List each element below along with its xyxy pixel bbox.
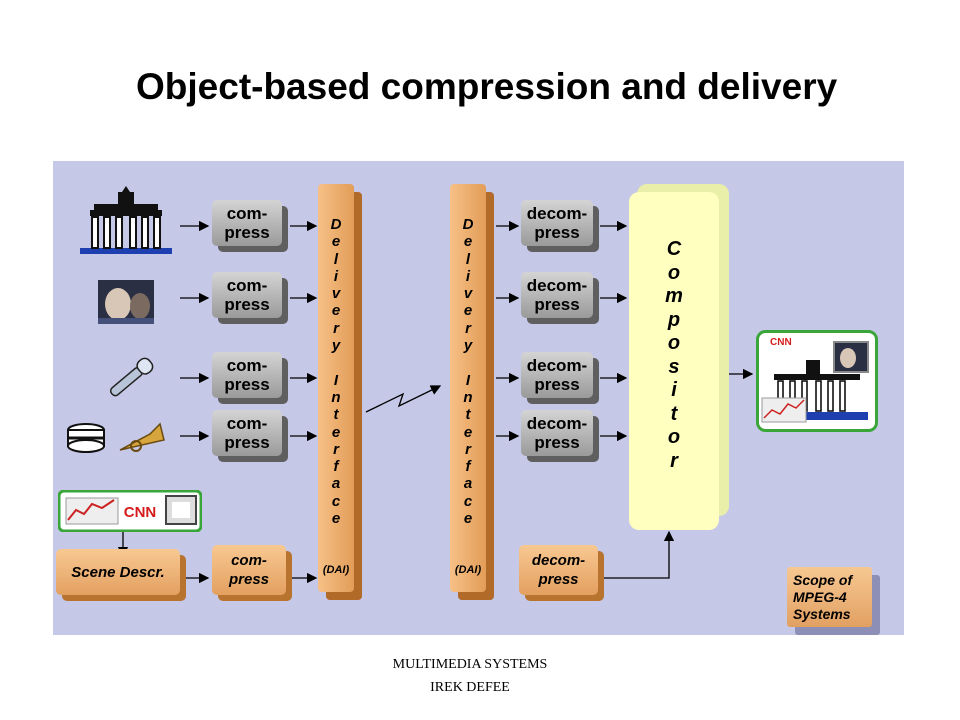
vertical-letter: i (333, 267, 339, 285)
vertical-letter: C (666, 238, 682, 260)
vertical-letter: f (333, 458, 339, 476)
vertical-letter: r (465, 440, 471, 458)
decompress-box: decom- press (521, 200, 599, 252)
vertical-letter: o (667, 426, 681, 448)
footer-line-2: IREK DEFEE (430, 680, 510, 695)
vertical-letter: m (665, 285, 683, 307)
vertical-letter: a (463, 475, 473, 493)
vertical-letter: v (463, 285, 473, 303)
gate-icon (80, 186, 172, 254)
decompress-box: decom- press (521, 272, 599, 324)
scope-box: Scope of MPEG-4 Systems (787, 567, 880, 635)
transmission-arrow (365, 385, 442, 413)
decompress-box: decom- press (521, 410, 599, 462)
vertical-letter: c (331, 492, 341, 510)
video-frame-icon (98, 280, 154, 324)
vertical-letter: s (668, 355, 680, 378)
vertical-letter: a (331, 475, 341, 493)
vertical-letter: D (330, 216, 342, 233)
decompress-box: decom- press (521, 352, 599, 404)
vertical-letter: r (670, 449, 678, 472)
dai-tag: (DAI) (322, 564, 350, 576)
vertical-letter: n (331, 388, 341, 406)
vertical-letter: v (331, 285, 341, 303)
compress-box-scene: com- press (212, 545, 292, 601)
vertical-letter: e (463, 233, 473, 251)
decompress-box-scene: decom- press (519, 545, 604, 601)
vertical-letter (334, 354, 338, 371)
vertical-letter: t (465, 406, 471, 424)
compress-box: com- press (212, 410, 288, 462)
vertical-letter: e (331, 510, 341, 528)
vertical-letter: e (463, 302, 473, 320)
compress-box: com- press (212, 352, 288, 404)
vertical-letter: i (465, 267, 471, 285)
compress-box: com- press (212, 200, 288, 252)
vertical-letter: I (333, 371, 339, 389)
vertical-letter: t (670, 402, 678, 425)
vertical-letter: e (331, 233, 341, 251)
vertical-letter: r (333, 319, 339, 337)
vertical-letter: r (465, 319, 471, 337)
dai-tag: (DAI) (454, 564, 482, 576)
vertical-letter: o (667, 332, 681, 354)
vertical-letter: e (331, 302, 341, 320)
vertical-letter: e (463, 423, 473, 441)
cnn-logo: CNN (124, 504, 157, 521)
compress-box: com- press (212, 272, 288, 324)
drum-icon (67, 423, 105, 453)
vertical-letter: i (671, 379, 677, 401)
composed-scene-icon: CNN (756, 330, 878, 432)
footer-line-1: MULTIMEDIA SYSTEMS (392, 657, 548, 672)
cnn-logo: CNN (770, 337, 792, 348)
scene-description-box: Scene Descr. (56, 549, 186, 601)
vertical-letter: c (463, 492, 473, 510)
vertical-letter: l (333, 250, 339, 268)
vertical-letter: D (462, 216, 474, 233)
vertical-letter: p (667, 308, 681, 331)
trumpet-icon (119, 422, 165, 452)
vertical-letter: t (333, 406, 339, 424)
vertical-letter: e (463, 510, 473, 528)
scope-label: Scope of MPEG-4 Systems (793, 571, 853, 622)
vertical-letter: I (465, 371, 471, 389)
vertical-letter: r (333, 440, 339, 458)
arrow (604, 530, 675, 579)
vertical-letter: n (463, 388, 473, 406)
vertical-letter: l (465, 250, 471, 268)
microphone-icon (109, 357, 154, 397)
vertical-letter: e (331, 423, 341, 441)
vertical-letter (466, 354, 470, 371)
vertical-letter: y (331, 337, 341, 355)
vertical-letter: o (667, 261, 681, 284)
page-title: Object-based compression and delivery (136, 66, 838, 107)
vertical-letter: f (465, 458, 471, 476)
scene-objects-icon: CNN (58, 490, 202, 532)
vertical-letter: y (463, 337, 473, 355)
